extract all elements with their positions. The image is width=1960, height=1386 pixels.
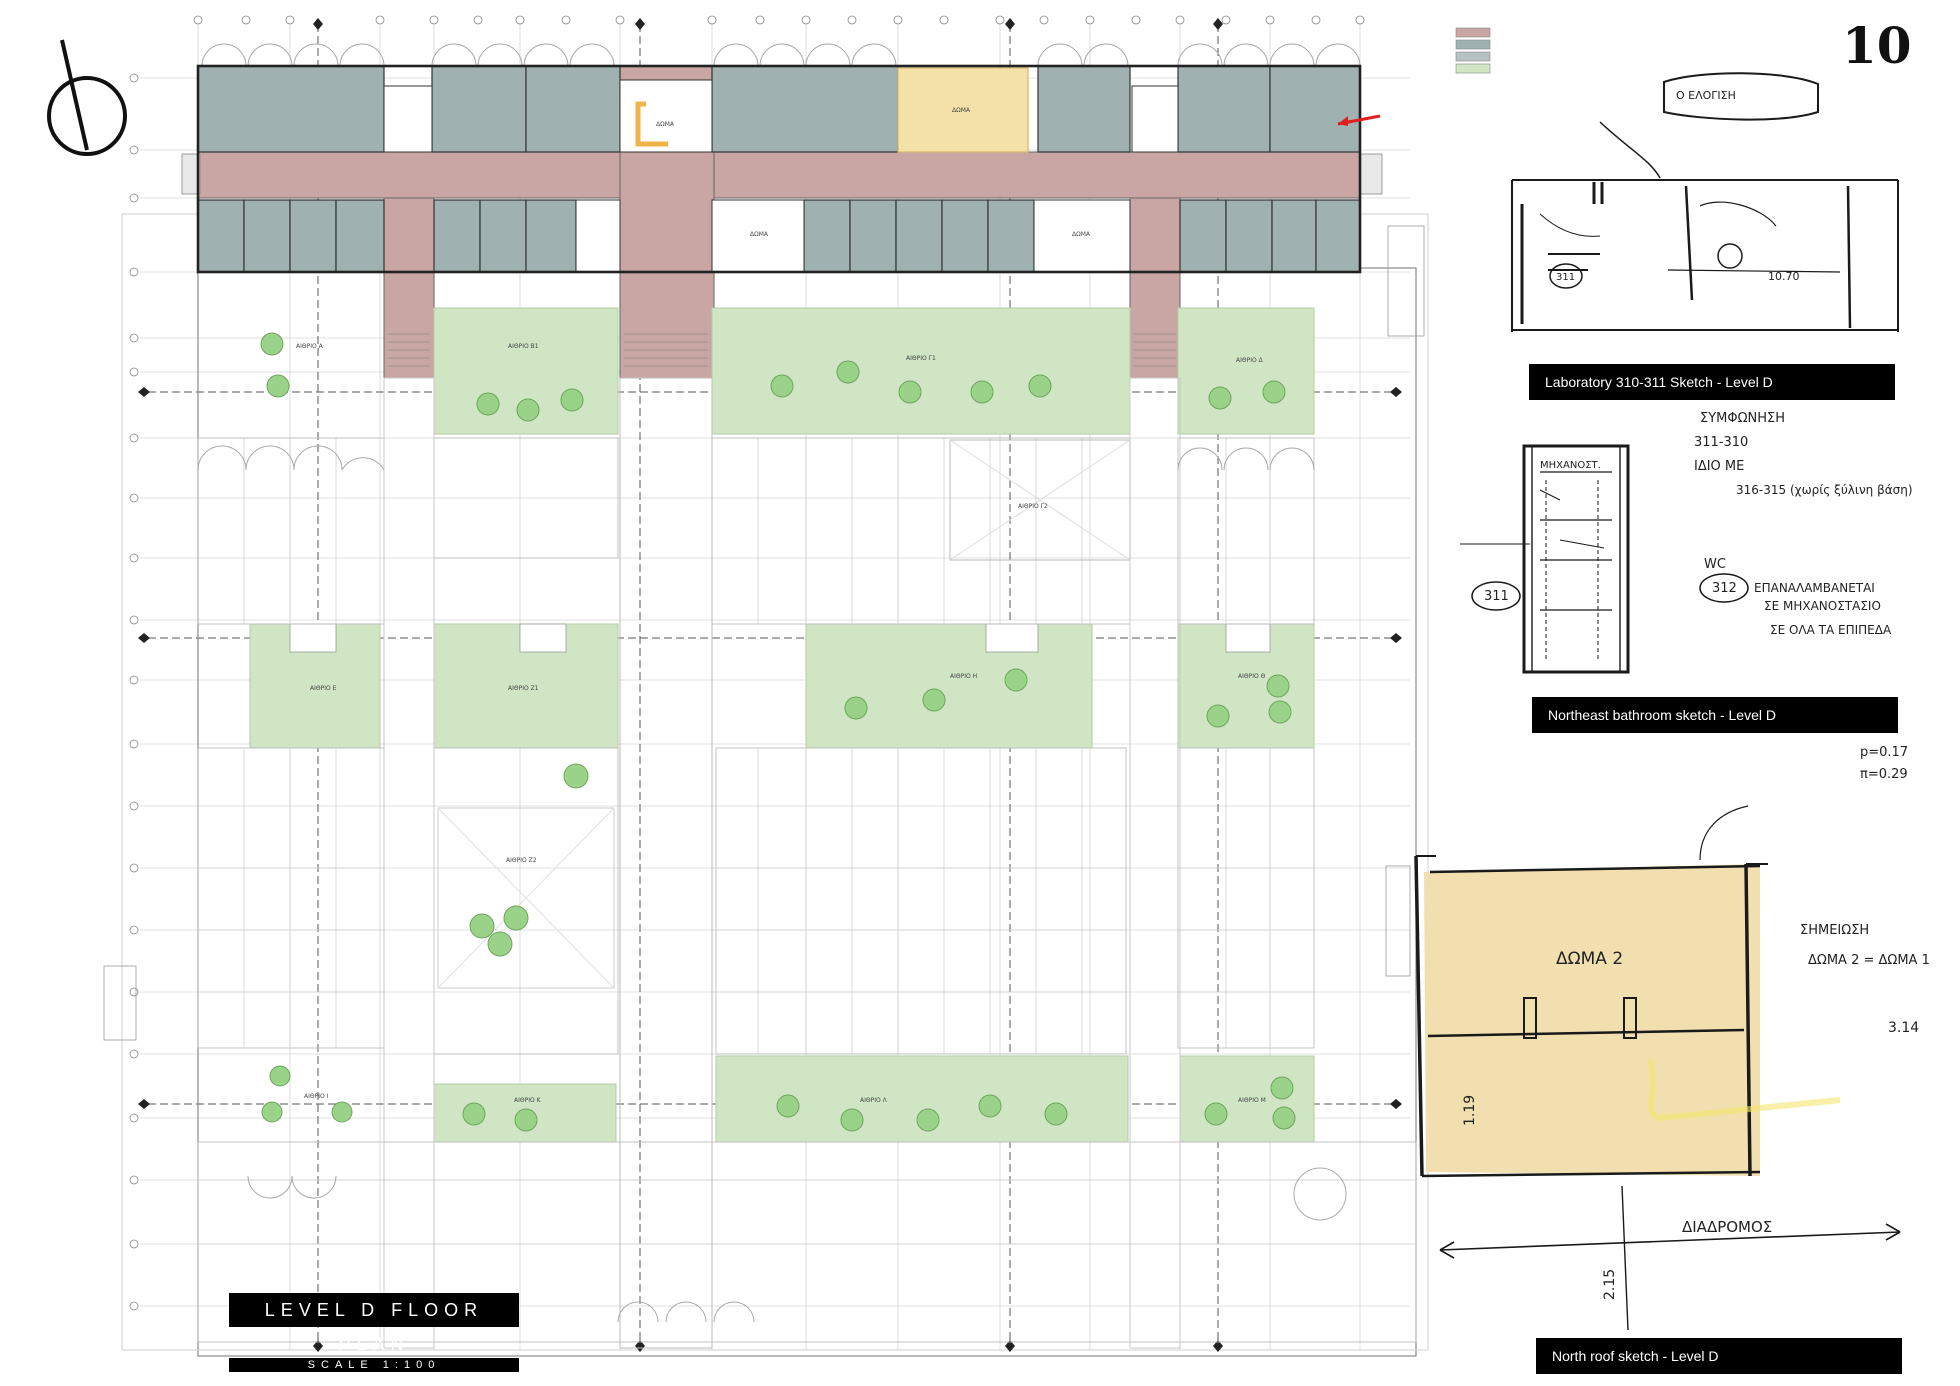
sketch-label-laboratory: Laboratory 310-311 Sketch - Level D [1529,364,1895,400]
sketch-stamp-text: Ο ΕΛΟΓΙΣΗ [1676,89,1736,102]
dim-text: 10.70 [1768,270,1800,283]
note-text: π=0.29 [1860,767,1908,782]
atrium-label: ΑΙΘΡΙΟ Ε [310,685,337,692]
sketch-roof [1414,805,1901,1331]
classrooms-north [197,65,1361,153]
dim-text: 1.19 [1462,1095,1478,1126]
roof-label: ΔΩΜΑ [1072,231,1091,238]
axis-bubbles [193,15,1365,25]
route-text: ΔΙΑΔΡΟΜΟΣ [1682,1218,1772,1236]
sketch-bathroom [1460,444,1749,674]
atrium-label: ΑΙΘΡΙΟ Ι [304,1093,329,1100]
roof-label: ΔΩΜΑ [750,231,769,238]
sheet-number: 10 [1842,16,1912,75]
wc-text: WC [1704,557,1726,572]
atrium-label: ΑΙΘΡΙΟ Γ2 [1018,503,1048,510]
sketch-laboratory [1511,72,1899,332]
roof-highlight [897,67,1029,153]
sketch-label-bathroom: Northeast bathroom sketch - Level D [1532,697,1898,733]
legend [1455,27,1491,74]
room-number-text: 312 [1712,581,1737,596]
interior-bays [197,437,1417,1343]
sketch-label-roof: North roof sketch - Level D [1536,1338,1902,1374]
top-arches [201,43,1361,67]
note-text: ΣΕ ΟΛΑ ΤΑ ΕΠΙΠΕΔΑ [1770,623,1892,637]
dim-text: 2.15 [1602,1269,1618,1300]
trees [260,332,1296,1132]
atrium-label: ΑΙΘΡΙΟ Ζ1 [508,685,539,692]
room-number-text: 311 [1484,589,1509,604]
note-text: 3.14 [1888,1020,1919,1036]
note-text: ΙΔΙΟ ΜΕ [1694,459,1744,474]
north-arrow-icon [47,39,127,156]
roof-label-text: ΔΩΜΑ 2 [1556,949,1623,969]
note-text: ΣΗΜΕΙΩΣΗ [1800,923,1869,938]
atrium-label: ΑΙΘΡΙΟ Λ [860,1097,888,1104]
plan-room-labels: ΑΙΘΡΙΟ Α ΑΙΘΡΙΟ Β1 ΑΙΘΡΙΟ Γ1 ΑΙΘΡΙΟ Δ ΑΙ… [296,107,1266,1104]
scale-label: SCALE 1:100 [229,1358,519,1372]
atrium-label: ΑΙΘΡΙΟ Η [950,673,977,680]
atrium-label: ΑΙΘΡΙΟ Γ1 [906,355,936,362]
note-text: 311-310 [1694,435,1748,450]
note-text: p=0.17 [1860,745,1908,760]
atrium-label: ΑΙΘΡΙΟ Β1 [508,343,539,350]
roof-label: ΔΩΜΑ [952,107,971,114]
corridor-north [197,151,1361,199]
atrium-label: ΑΙΘΡΙΟ Κ [514,1097,542,1104]
atrium-label: ΑΙΘΡΙΟ Δ [1236,357,1264,364]
note-text: ΔΩΜΑ 2 = ΔΩΜΑ 1 [1808,953,1930,968]
atrium-label: ΑΙΘΡΙΟ Μ [1238,1097,1266,1104]
note-text: ΜΗΧΑΝΟΣΤ. [1540,460,1601,471]
atrium-label: ΑΙΘΡΙΟ Ζ2 [506,857,537,864]
atrium-label: ΑΙΘΡΙΟ Θ [1238,673,1266,680]
note-text: ΣΕ ΜΗΧΑΝΟΣΤΑΣΙΟ [1764,599,1881,613]
plan-title: LEVEL D FLOOR PLAN [229,1293,519,1354]
note-text: 316-315 (χωρίς ξύλινη βάση) [1736,483,1913,497]
atrium-label: ΑΙΘΡΙΟ Α [296,343,324,350]
note-text: ΕΠΑΝΑΛΑΜΒΑΝΕΤΑΙ [1754,581,1875,595]
stairs [388,333,1176,367]
roof-label: ΔΩΜΑ [656,121,675,128]
room-number-text: 311 [1556,272,1575,283]
note-text: ΣΥΜΦΩΝΗΣΗ [1700,411,1785,426]
axis-markers [138,18,1402,1352]
